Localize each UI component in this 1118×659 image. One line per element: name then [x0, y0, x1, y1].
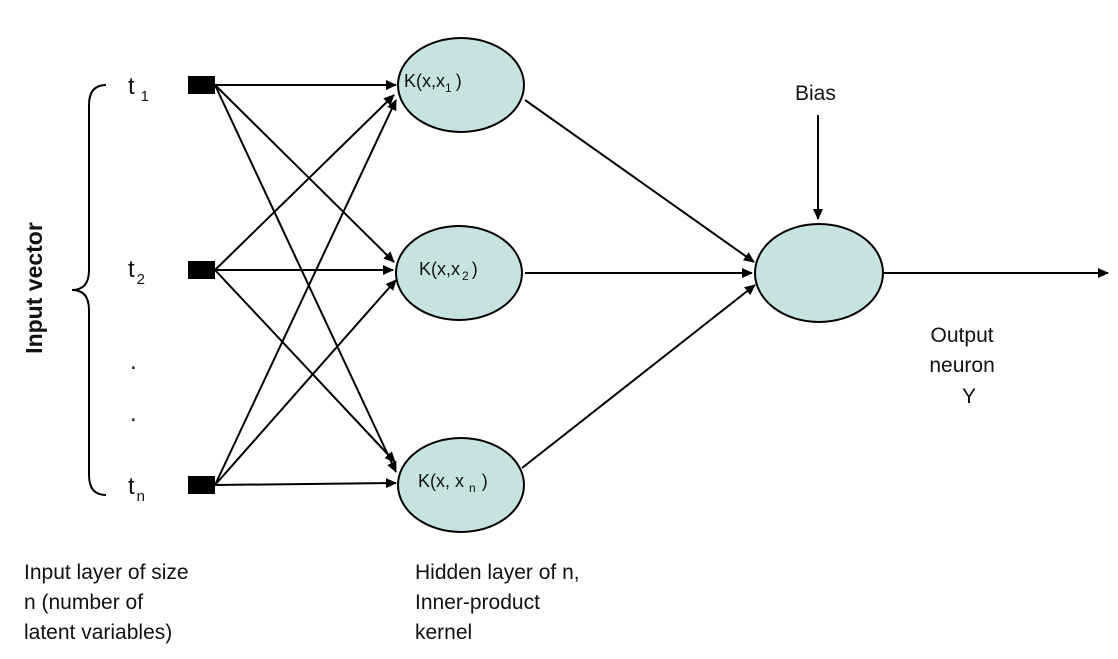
input-node-1: [188, 76, 215, 94]
ellipsis-dot-1: .: [130, 348, 137, 375]
edge-k1-y: [524, 99, 755, 263]
output-neuron-label: Output neuron Y: [929, 324, 1000, 408]
hidden-node-1: [397, 37, 525, 133]
input-layer-caption-line-1: Input layer of size: [24, 561, 189, 584]
hidden-layer-caption-line-1: Hidden layer of n,: [415, 561, 580, 584]
hidden-node-n-sub: n: [469, 481, 476, 495]
hidden-node-1-suffix: ): [456, 71, 462, 91]
output-neuron: [754, 223, 884, 323]
hidden-node-n: [397, 437, 525, 533]
input-layer-caption-line-2: n (number of: [24, 591, 144, 614]
output-neuron-label-line-3: Y: [962, 385, 976, 408]
hidden-node-n-prefix: K(x, x: [418, 471, 464, 491]
edge-t2-kn: [214, 269, 396, 463]
input-label-1-sub: 1: [141, 88, 149, 105]
hidden-node-1-label: K(x,x1): [404, 71, 462, 95]
edge-tn-k2: [214, 279, 397, 486]
edge-tn-kn: [214, 478, 397, 489]
input-node-n: [188, 476, 215, 494]
hidden-node-1-sub: 1: [445, 81, 452, 95]
input-label-1-base: t: [128, 73, 135, 100]
input-label-2-sub: 2: [137, 271, 145, 288]
hidden-node-n-suffix: ): [482, 471, 488, 491]
input-layer-caption: Input layer of size n (number of latent …: [24, 558, 189, 648]
hidden-layer-caption-line-3: kernel: [415, 621, 473, 644]
hidden-node-2-suffix: ): [472, 259, 478, 279]
hidden-node-2-sub: 2: [462, 269, 469, 283]
output-neuron-label-line-1: Output: [931, 324, 994, 347]
hidden-layer-caption: Hidden layer of n, Inner-product kernel: [415, 558, 580, 648]
hidden-output-connections: [521, 99, 1109, 469]
hidden-node-n-label: K(x, x n): [418, 471, 488, 495]
edge-tn-k1: [214, 99, 397, 486]
edge-t2-k1: [214, 94, 395, 271]
input-hidden-connections: [214, 80, 397, 489]
input-label-n-sub: n: [137, 488, 145, 505]
input-layer-caption-line-3: latent variables): [24, 621, 173, 644]
input-node-2: [188, 261, 215, 279]
edge-kn-y: [521, 284, 756, 469]
bias-label: Bias: [795, 82, 836, 105]
edge-t1-kn: [214, 84, 397, 473]
input-vector-brace: [71, 84, 107, 496]
ellipsis-dot-2: .: [130, 400, 137, 427]
hidden-node-1-prefix: K(x,x: [404, 71, 445, 91]
hidden-node-2: [395, 225, 523, 321]
input-vector-label: Input vector: [21, 222, 47, 354]
input-label-n-base: t: [128, 473, 135, 500]
output-neuron-label-line-2: neuron: [929, 354, 994, 377]
hidden-layer-caption-line-2: Inner-product: [415, 591, 540, 614]
edge-t1-k2: [214, 84, 395, 263]
hidden-node-2-prefix: K(x,x: [419, 259, 460, 279]
input-label-2-base: t: [128, 256, 135, 283]
